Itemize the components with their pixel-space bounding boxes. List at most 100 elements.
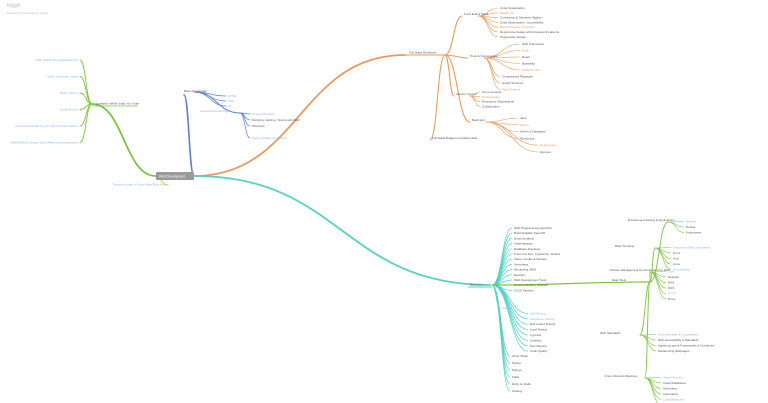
orange-item-label[interactable]: Build & Source / Practices	[500, 25, 535, 29]
orange-group-label[interactable]: Front End & Stack	[464, 12, 489, 16]
green-sub-item-label[interactable]: Docker	[686, 225, 696, 229]
green-sub-item-label[interactable]: Unix	[673, 257, 680, 261]
green-sub-item-label[interactable]: Virtual Servers	[663, 376, 683, 380]
teal-item-label[interactable]: Serverless	[514, 262, 529, 266]
orange-item-label[interactable]: Spring	[520, 123, 529, 127]
orange-group-label[interactable]: Version Control	[456, 92, 477, 96]
blue-item-label[interactable]: JS	[228, 104, 232, 108]
blue-sub-item-label[interactable]: Scripting, Hosting, Testing with SEO	[252, 118, 301, 122]
green-sub-item-label[interactable]: HTTP	[668, 292, 676, 296]
green-item-label[interactable]: Node: Database usage	[47, 75, 78, 79]
green-sub-item-label[interactable]: Jenkins	[686, 220, 697, 224]
teal-testing-label[interactable]: Usability	[530, 338, 542, 342]
green-sub-item-label[interactable]: Linux	[673, 262, 681, 266]
orange-item-label[interactable]: Code Organisation	[500, 6, 525, 10]
teal-item-label[interactable]: Monitoring: AWS	[514, 268, 536, 272]
orange-item-label[interactable]: Mobile UX	[500, 11, 514, 15]
green-sub-item-label[interactable]: Linux	[673, 251, 681, 255]
teal-item-label[interactable]: Web Development Tools	[514, 278, 547, 282]
green-sub-group-label[interactable]: Version Management for Developers for We…	[610, 268, 670, 272]
green-sub-label[interactable]: Data Tools	[612, 278, 627, 282]
green-item-label[interactable]: Learn basic React by own Tips & tutorial…	[15, 124, 79, 128]
orange-item-label[interactable]: Node	[522, 49, 530, 53]
green-sub-item-label[interactable]: Serverless	[663, 387, 678, 391]
orange-item-label[interactable]: Monitoring	[520, 136, 534, 140]
green-sub-group-label[interactable]: Web Standards	[600, 331, 621, 335]
green-item-label[interactable]: MERN/MEAN Mongo Stack/React based approa…	[10, 141, 78, 145]
green-sub-item-label[interactable]: Virtualization	[673, 268, 690, 272]
teal-testing-label[interactable]: Load Testing	[530, 328, 547, 332]
teal-item-label[interactable]: Build Scalable Fast API	[514, 231, 545, 235]
teal-testing-label[interactable]: Test Reports	[530, 344, 547, 348]
teal-item-label[interactable]: Web Programming Algorithm	[514, 226, 553, 230]
green-sub-item-label[interactable]: Web Accessibility & Standards	[658, 338, 699, 342]
orange-item-label[interactable]: Git branching	[482, 95, 500, 99]
orange-item-label[interactable]: Web Framework	[522, 42, 544, 46]
teal-testing-label[interactable]: Code Quality	[530, 349, 548, 353]
blue-sub-item-label[interactable]: Control Structure	[252, 112, 275, 116]
orange-item-label[interactable]: Deployment	[540, 143, 556, 147]
teal-item-label[interactable]: Database Practices	[514, 247, 541, 251]
green-sub-item-label[interactable]: DNS	[668, 286, 674, 290]
orange-item-label[interactable]: Graph Structure	[502, 81, 524, 85]
orange-item-label[interactable]: Convention & Semantic Tagline	[500, 16, 542, 20]
orange-item-label[interactable]: Java	[520, 116, 527, 120]
orange-item-label[interactable]: Bootstrap	[522, 62, 535, 66]
yellow-branch-label[interactable]: Things to Learn to Grow Web/Skills Now	[112, 183, 167, 187]
teal-item-label[interactable]: Front-end Dev: Typescript, Jenkins	[514, 252, 561, 256]
green-item-label[interactable]: CSS: visible! Box-shadow/Prefix	[35, 58, 78, 62]
teal-branch-label[interactable]: Back End	[470, 283, 483, 287]
green-sub-item-label[interactable]: Kubernetes	[686, 231, 702, 235]
green-sub-item-label[interactable]: Load Balancers	[663, 398, 684, 402]
blue-sub-label[interactable]: Advanced Knowledge	[200, 109, 229, 113]
teal-other-label[interactable]: Flask	[512, 375, 520, 379]
orange-item-label[interactable]: Repository Organisation	[482, 100, 515, 104]
blue-sub-item-label[interactable]: Query Update set applied	[252, 136, 286, 140]
teal-item-label[interactable]: CI/CD Pipeline	[514, 288, 534, 292]
green-sub-item-label[interactable]: Modernizing Webpages	[658, 349, 690, 353]
orange-item-label[interactable]: Progressive Design	[500, 35, 526, 39]
green-sub-group-label[interactable]: Environment Setting & Applications	[628, 218, 675, 222]
teal-other-label[interactable]: Golang	[512, 389, 522, 393]
orange-item-label[interactable]: Compressed Packages	[502, 75, 534, 79]
orange-item-label[interactable]: Express	[540, 150, 551, 154]
green-sub-item-label[interactable]: NAS	[668, 281, 674, 285]
blue-branch-label[interactable]: Basic Knowledge	[184, 89, 207, 93]
blue-item-label[interactable]: HTML	[228, 94, 236, 98]
teal-other-label[interactable]: Django	[512, 368, 522, 372]
teal-testing-label[interactable]: Cypress	[530, 333, 542, 337]
teal-other-label[interactable]: Python	[512, 361, 522, 365]
teal-testing-label[interactable]: End to End Testing	[530, 322, 555, 326]
green-sub-item-label[interactable]: Advanced Shell Commands	[673, 246, 711, 250]
orange-group-label[interactable]: Full Stack Diagram Fundamentals	[432, 136, 478, 140]
teal-item-label[interactable]: Authentication	[514, 242, 533, 246]
teal-item-label[interactable]: Client, Cookie & Session	[514, 257, 547, 261]
teal-other-label[interactable]: Ruby on Rails	[512, 382, 531, 386]
blue-sub-item-label[interactable]: Shortcuts	[252, 124, 265, 128]
root-node-box[interactable]	[156, 172, 194, 180]
teal-item-label[interactable]: Documentation	[514, 236, 535, 240]
orange-group-label[interactable]: Back End	[472, 118, 485, 122]
teal-item-label[interactable]: Content Delivery Network	[514, 283, 549, 287]
teal-item-label[interactable]: DevOps	[514, 273, 525, 277]
teal-other-label[interactable]: Other Stack	[512, 354, 528, 358]
green-sub-group-label[interactable]: Bash Scripting	[615, 244, 635, 248]
orange-item-label[interactable]: Responsive design with Framework pattern…	[500, 30, 560, 34]
green-sub-item-label[interactable]: Automation	[663, 392, 679, 396]
green-sub-item-label[interactable]: Applying Layout Frameworks & Guidelines	[658, 344, 715, 348]
orange-item-label[interactable]: Task Runners	[502, 88, 521, 92]
orange-group-label[interactable]: Tools & Frameworks	[470, 54, 498, 58]
green-item-label[interactable]: Sorted Router	[59, 108, 78, 112]
orange-item-label[interactable]: Tailwind CSS	[522, 68, 540, 72]
orange-branch-label[interactable]: Full Stack Developer	[409, 51, 437, 55]
orange-item-label[interactable]: Code Optimization / Accessibility	[500, 20, 544, 24]
green-sub-item-label[interactable]: Network	[668, 275, 680, 279]
orange-item-label[interactable]: Collaboration	[482, 104, 500, 108]
orange-item-label[interactable]: Server & Database	[520, 130, 546, 134]
teal-testing-label[interactable]: Unit Testing	[530, 311, 546, 315]
green-item-label[interactable]: React: Redux	[60, 91, 79, 95]
orange-item-label[interactable]: Git commands	[482, 90, 502, 94]
green-branch-label[interactable]: Limitation While Study You Tube	[96, 102, 139, 106]
green-sub-group-label[interactable]: Front Cloud Architecture	[605, 374, 638, 378]
